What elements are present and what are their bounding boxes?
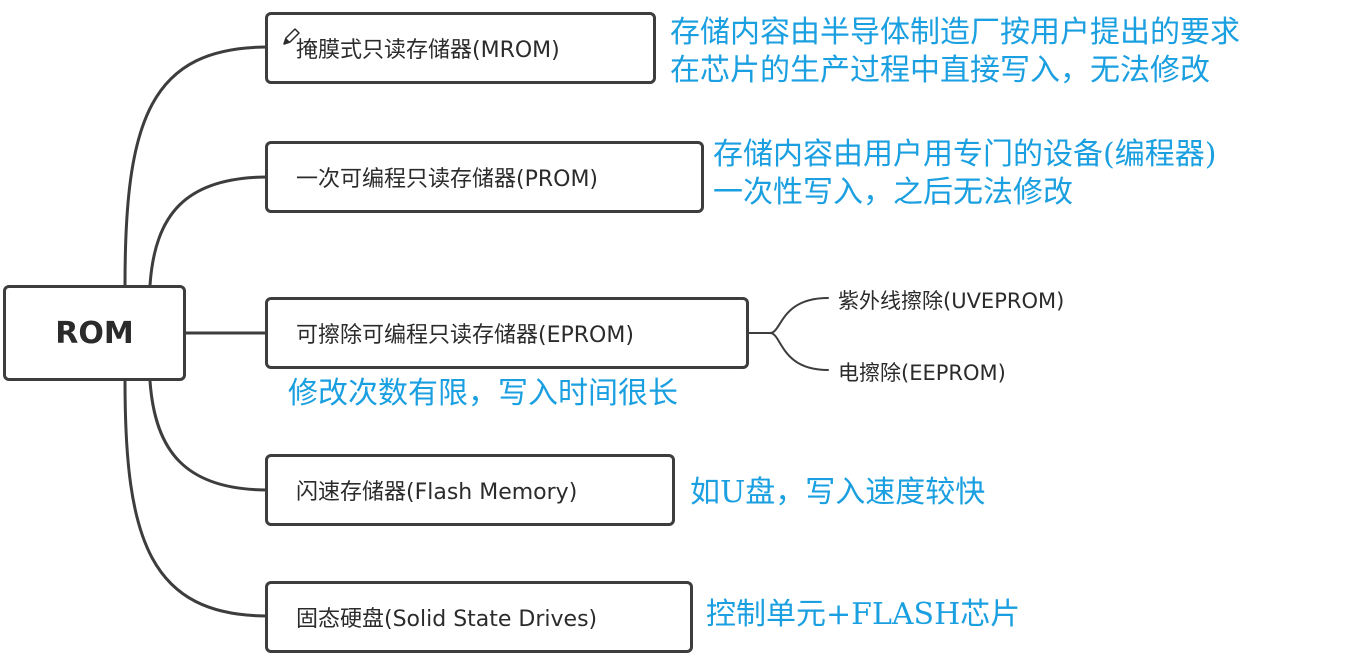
note-prom: 存储内容由用户用专门的设备(编程器) 一次性写入，之后无法修改 [713,136,1216,212]
note-line: 存储内容由半导体制造厂按用户提出的要求 [670,15,1240,50]
connector-branch-5 [123,379,270,618]
note-line: 控制单元+FLASH芯片 [706,597,1021,632]
note-line: 如U盘，写入速度较快 [690,475,986,510]
branch-node-prom[interactable]: 一次可编程只读存储器(PROM) [265,141,704,213]
branch-node-eprom[interactable]: 可擦除可编程只读存储器(EPROM) [265,297,749,369]
branch-node-label: 一次可编程只读存储器(PROM) [296,167,599,192]
connector-branch-1 [123,45,270,287]
branch-node-flash[interactable]: 闪速存储器(Flash Memory) [265,454,675,526]
branch-node-label: 可擦除可编程只读存储器(EPROM) [296,323,634,348]
branch-node-label: 掩膜式只读存储器(MROM) [296,38,560,63]
connector-leaf-eeprom [769,332,829,371]
leaf-node-eeprom[interactable]: 电擦除(EEPROM) [838,361,1006,385]
connector-branch-2 [148,175,270,287]
note-line: 一次性写入，之后无法修改 [713,175,1073,210]
note-ssd: 控制单元+FLASH芯片 [706,596,1020,634]
note-line: 修改次数有限，写入时间很长 [288,376,678,411]
branch-node-label: 固态硬盘(Solid State Drives) [296,607,598,632]
connector-leaf-uveprom [769,297,829,334]
pencil-icon [283,28,300,45]
note-line: 在芯片的生产过程中直接写入，无法修改 [670,53,1210,88]
root-node-label: ROM [55,315,134,351]
note-line: 存储内容由用户用专门的设备(编程器) [713,137,1217,172]
branch-node-mrom[interactable]: 掩膜式只读存储器(MROM) [265,12,656,84]
note-mrom: 存储内容由半导体制造厂按用户提出的要求 在芯片的生产过程中直接写入，无法修改 [670,14,1240,90]
note-eprom: 修改次数有限，写入时间很长 [288,375,678,413]
root-node-rom[interactable]: ROM [3,285,186,381]
branch-node-ssd[interactable]: 固态硬盘(Solid State Drives) [265,581,693,653]
note-flash: 如U盘，写入速度较快 [690,474,985,512]
branch-node-label: 闪速存储器(Flash Memory) [296,480,578,505]
leaf-node-uveprom[interactable]: 紫外线擦除(UVEPROM) [838,289,1065,313]
connector-branch-4 [148,379,270,492]
